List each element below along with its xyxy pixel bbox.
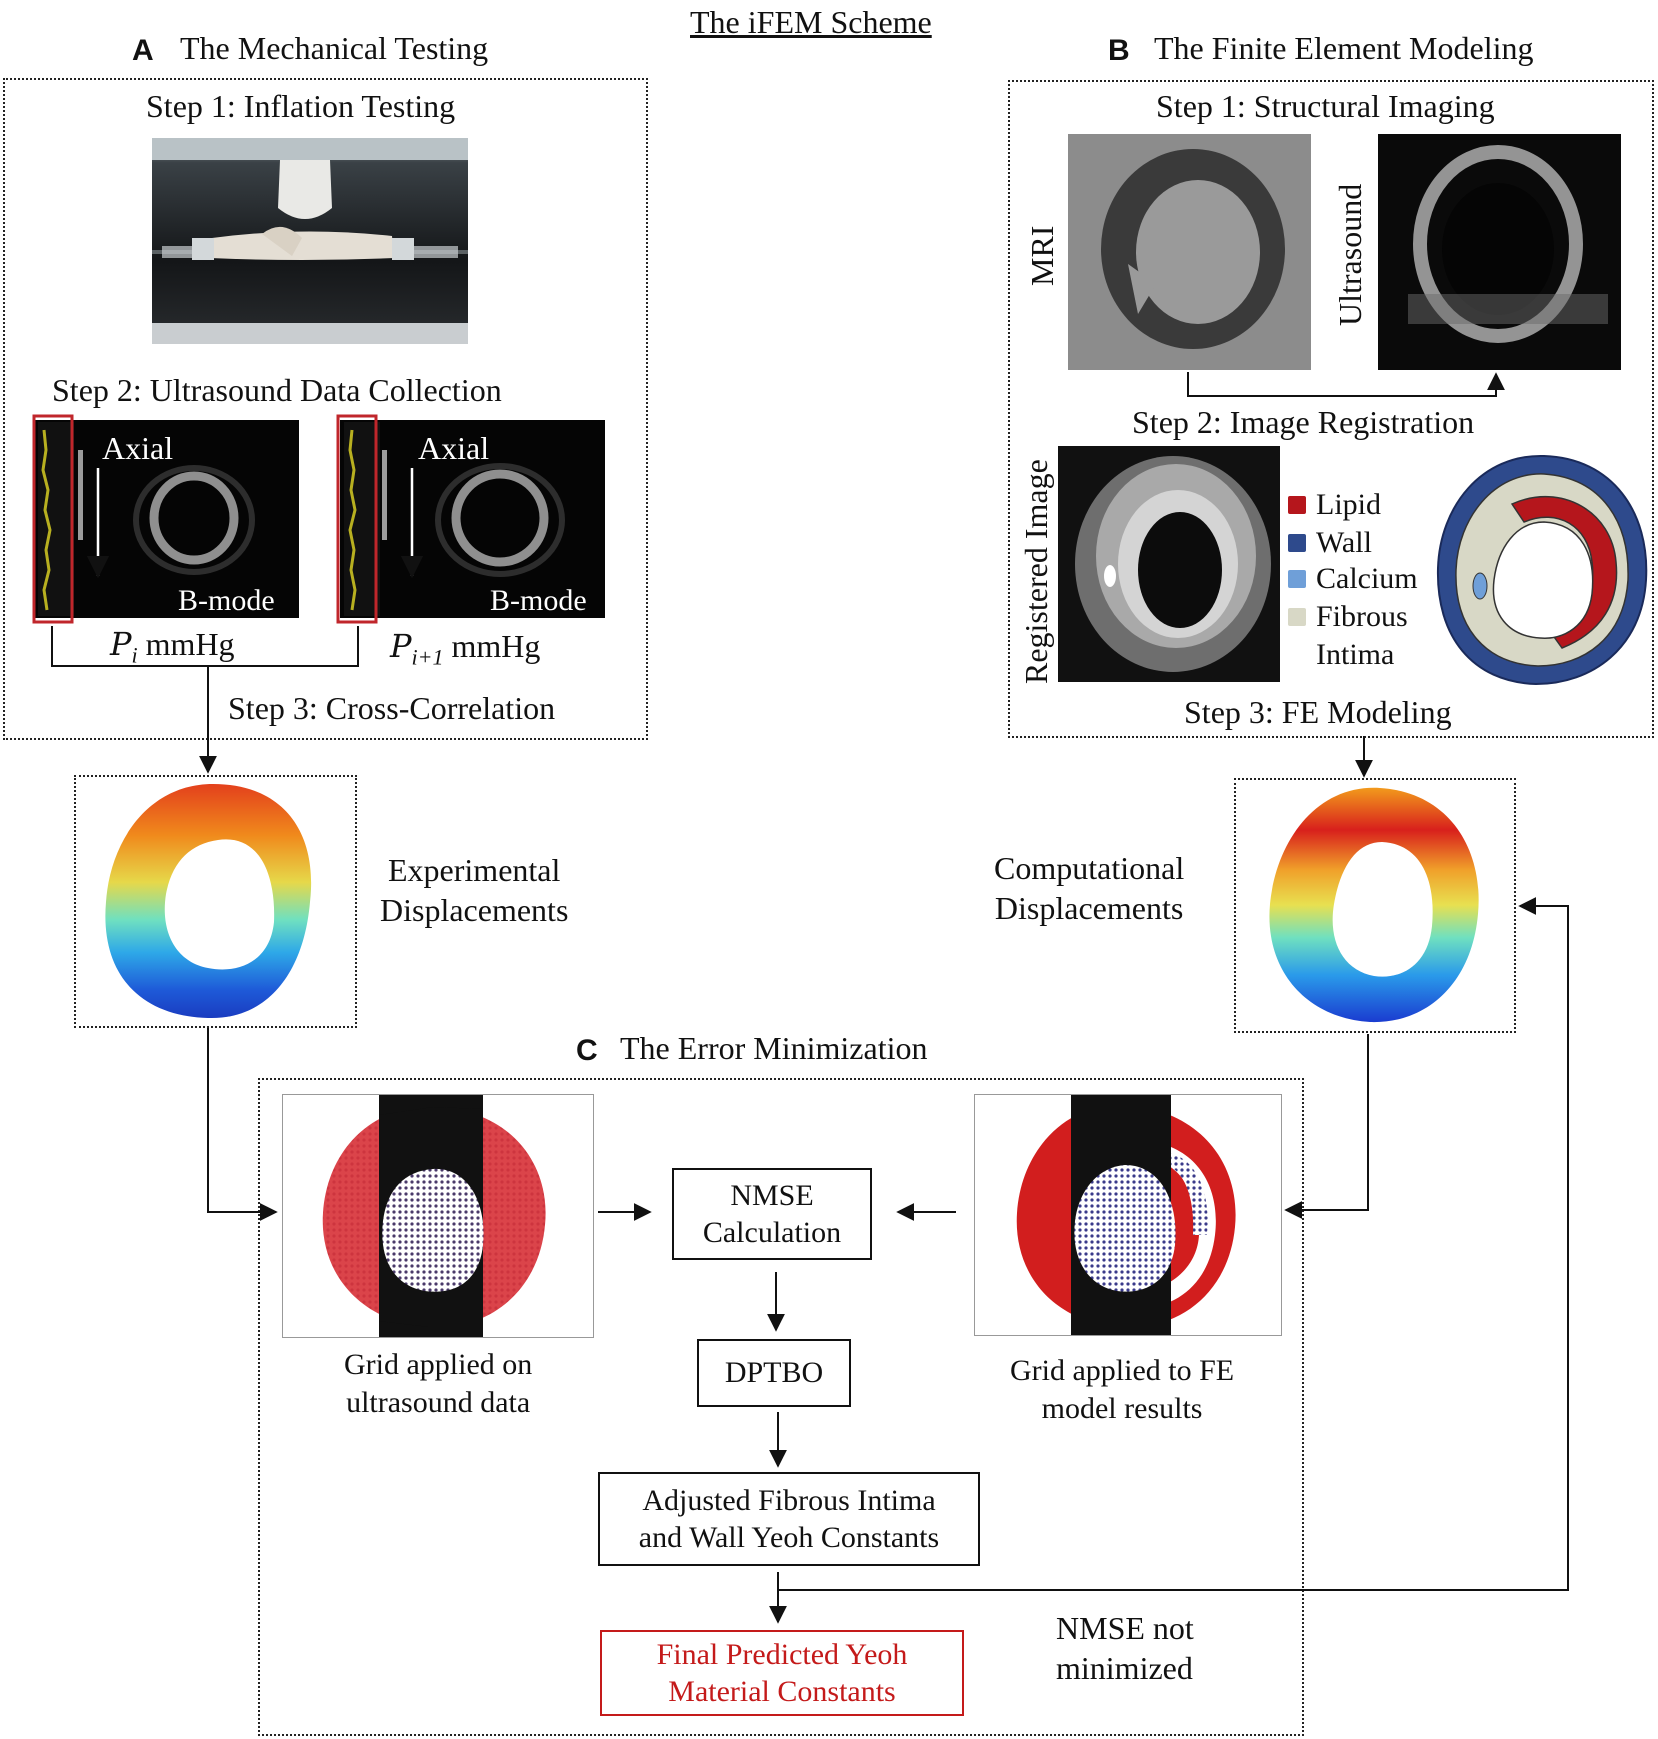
legend-intima: Intima [1316,638,1394,672]
bmode-label-right: B-mode [490,584,587,617]
legend-label-calcium: Calcium [1316,562,1418,595]
final-constants-box: Final Predicted Yeoh Material Constants [600,1630,964,1716]
a-line-bracket-left [32,414,74,624]
dptbo-box-label: DPTBO [724,1356,824,1390]
nmse-not-line1: NMSE not [1056,1610,1194,1646]
panel-c-letter: C [576,1034,598,1067]
legend-label-fibrous: Fibrous [1316,600,1408,633]
panel-a-box [3,78,648,740]
grid-fe-caption-line1: Grid applied to FE [1010,1354,1235,1387]
nmse-box-line1: NMSE [730,1178,814,1212]
computational-displacement-map [1262,786,1490,1031]
grid-fe-caption: Grid applied to FE model results [1010,1352,1234,1427]
panel-b-step1: Step 1: Structural Imaging [1156,88,1495,124]
nmse-not-line2: minimized [1056,1650,1193,1686]
nmse-calculation-box: NMSE Calculation [672,1168,872,1260]
legend-label-lipid: Lipid [1316,488,1381,521]
computational-to-grid-arrow [1284,1034,1369,1219]
nmse-box-line2: Calculation [702,1216,842,1249]
bmode-image-left [34,420,299,618]
computational-label-line1: Computational [994,850,1185,886]
panel-a-step3: Step 3: Cross-Correlation [228,690,556,726]
panel-b-letter: B [1108,34,1130,67]
experimental-displacement-map [98,782,328,1027]
mri-image [1068,134,1311,370]
registration-bracket [1187,372,1505,397]
panel-a-letter: A [132,34,154,67]
grid-ultrasound-image [282,1094,594,1338]
dptbo-box: DPTBO [697,1339,851,1407]
bmode-image-right [340,420,605,618]
panel-c-heading: The Error Minimization [620,1030,928,1066]
legend-label-wall: Wall [1316,526,1372,559]
a-line-bracket-right [336,414,378,624]
pressure-bracket [51,626,359,667]
panel-b-box [1008,80,1654,738]
legend-label-intima: Intima [1316,638,1395,671]
legend-lipid: Lipid [1288,488,1381,522]
computational-label: Computational Displacements [994,848,1184,928]
experimental-label-line2: Displacements [380,892,569,928]
adjusted-constants-box: Adjusted Fibrous Intima and Wall Yeoh Co… [598,1472,980,1566]
legend-swatch-lipid [1288,496,1306,514]
nmse-not-minimized-label: NMSE not minimized [1056,1608,1194,1688]
panel-a-step2: Step 2: Ultrasound Data Collection [52,372,502,408]
page-title: The iFEM Scheme [690,4,932,40]
bmode-label-left: B-mode [178,584,275,617]
legend-swatch-fibrous [1288,608,1306,626]
experimental-label-line1: Experimental [388,852,561,888]
experimental-to-grid-arrow [207,1028,278,1221]
ultrasound-structural-image [1378,134,1621,370]
pressure-label-right: Pi+1 mmHg [390,630,540,668]
legend-fibrous: Fibrous [1288,600,1408,634]
panel-b-step3: Step 3: FE Modeling [1184,694,1452,730]
grid-us-caption-line1: Grid applied on [344,1348,533,1381]
grid-us-caption-line2: ultrasound data [346,1385,531,1419]
computational-displacement-box [1234,778,1516,1033]
grid-us-caption: Grid applied on ultrasound data [344,1346,532,1421]
axial-label-left: Axial [102,430,174,466]
experimental-label: Experimental Displacements [380,850,568,930]
registered-image [1058,446,1280,682]
panel-c-box [258,1078,1304,1736]
feedback-loop-arrow [778,897,1569,1591]
pressure-label-left: Pi mmHg [110,628,235,666]
fe-model-geometry [1432,452,1652,693]
computational-label-line2: Displacements [994,890,1184,926]
adjusted-box-line1: Adjusted Fibrous Intima [642,1483,936,1517]
pressure-var-left: P [110,625,132,663]
panel-b-step2: Step 2: Image Registration [1132,404,1475,440]
pressure-unit-left: mmHg [145,626,235,662]
pressure-sub-left: i [131,642,138,668]
panel-a-step1: Step 1: Inflation Testing [146,88,456,124]
panel-a-heading: The Mechanical Testing [180,30,489,66]
grid-fe-caption-line2: model results [1041,1391,1203,1425]
experimental-displacement-box [74,775,357,1028]
pressure-var-right: P [390,627,412,665]
pressure-sub-right: i+1 [411,644,444,670]
panel-b-heading: The Finite Element Modeling [1154,30,1534,66]
grid-fe-image [974,1094,1282,1336]
axial-label-right: Axial [418,430,490,466]
legend-calcium: Calcium [1288,562,1418,596]
pressure-unit-right: mmHg [451,628,541,664]
final-box-line1: Final Predicted Yeoh [656,1637,908,1671]
legend-wall: Wall [1288,526,1372,560]
adjusted-box-line2: and Wall Yeoh Constants [638,1521,940,1554]
legend-swatch-calcium [1288,570,1306,588]
final-box-line2: Material Constants [668,1675,896,1708]
inflation-testing-photo [152,138,468,344]
legend-swatch-wall [1288,534,1306,552]
